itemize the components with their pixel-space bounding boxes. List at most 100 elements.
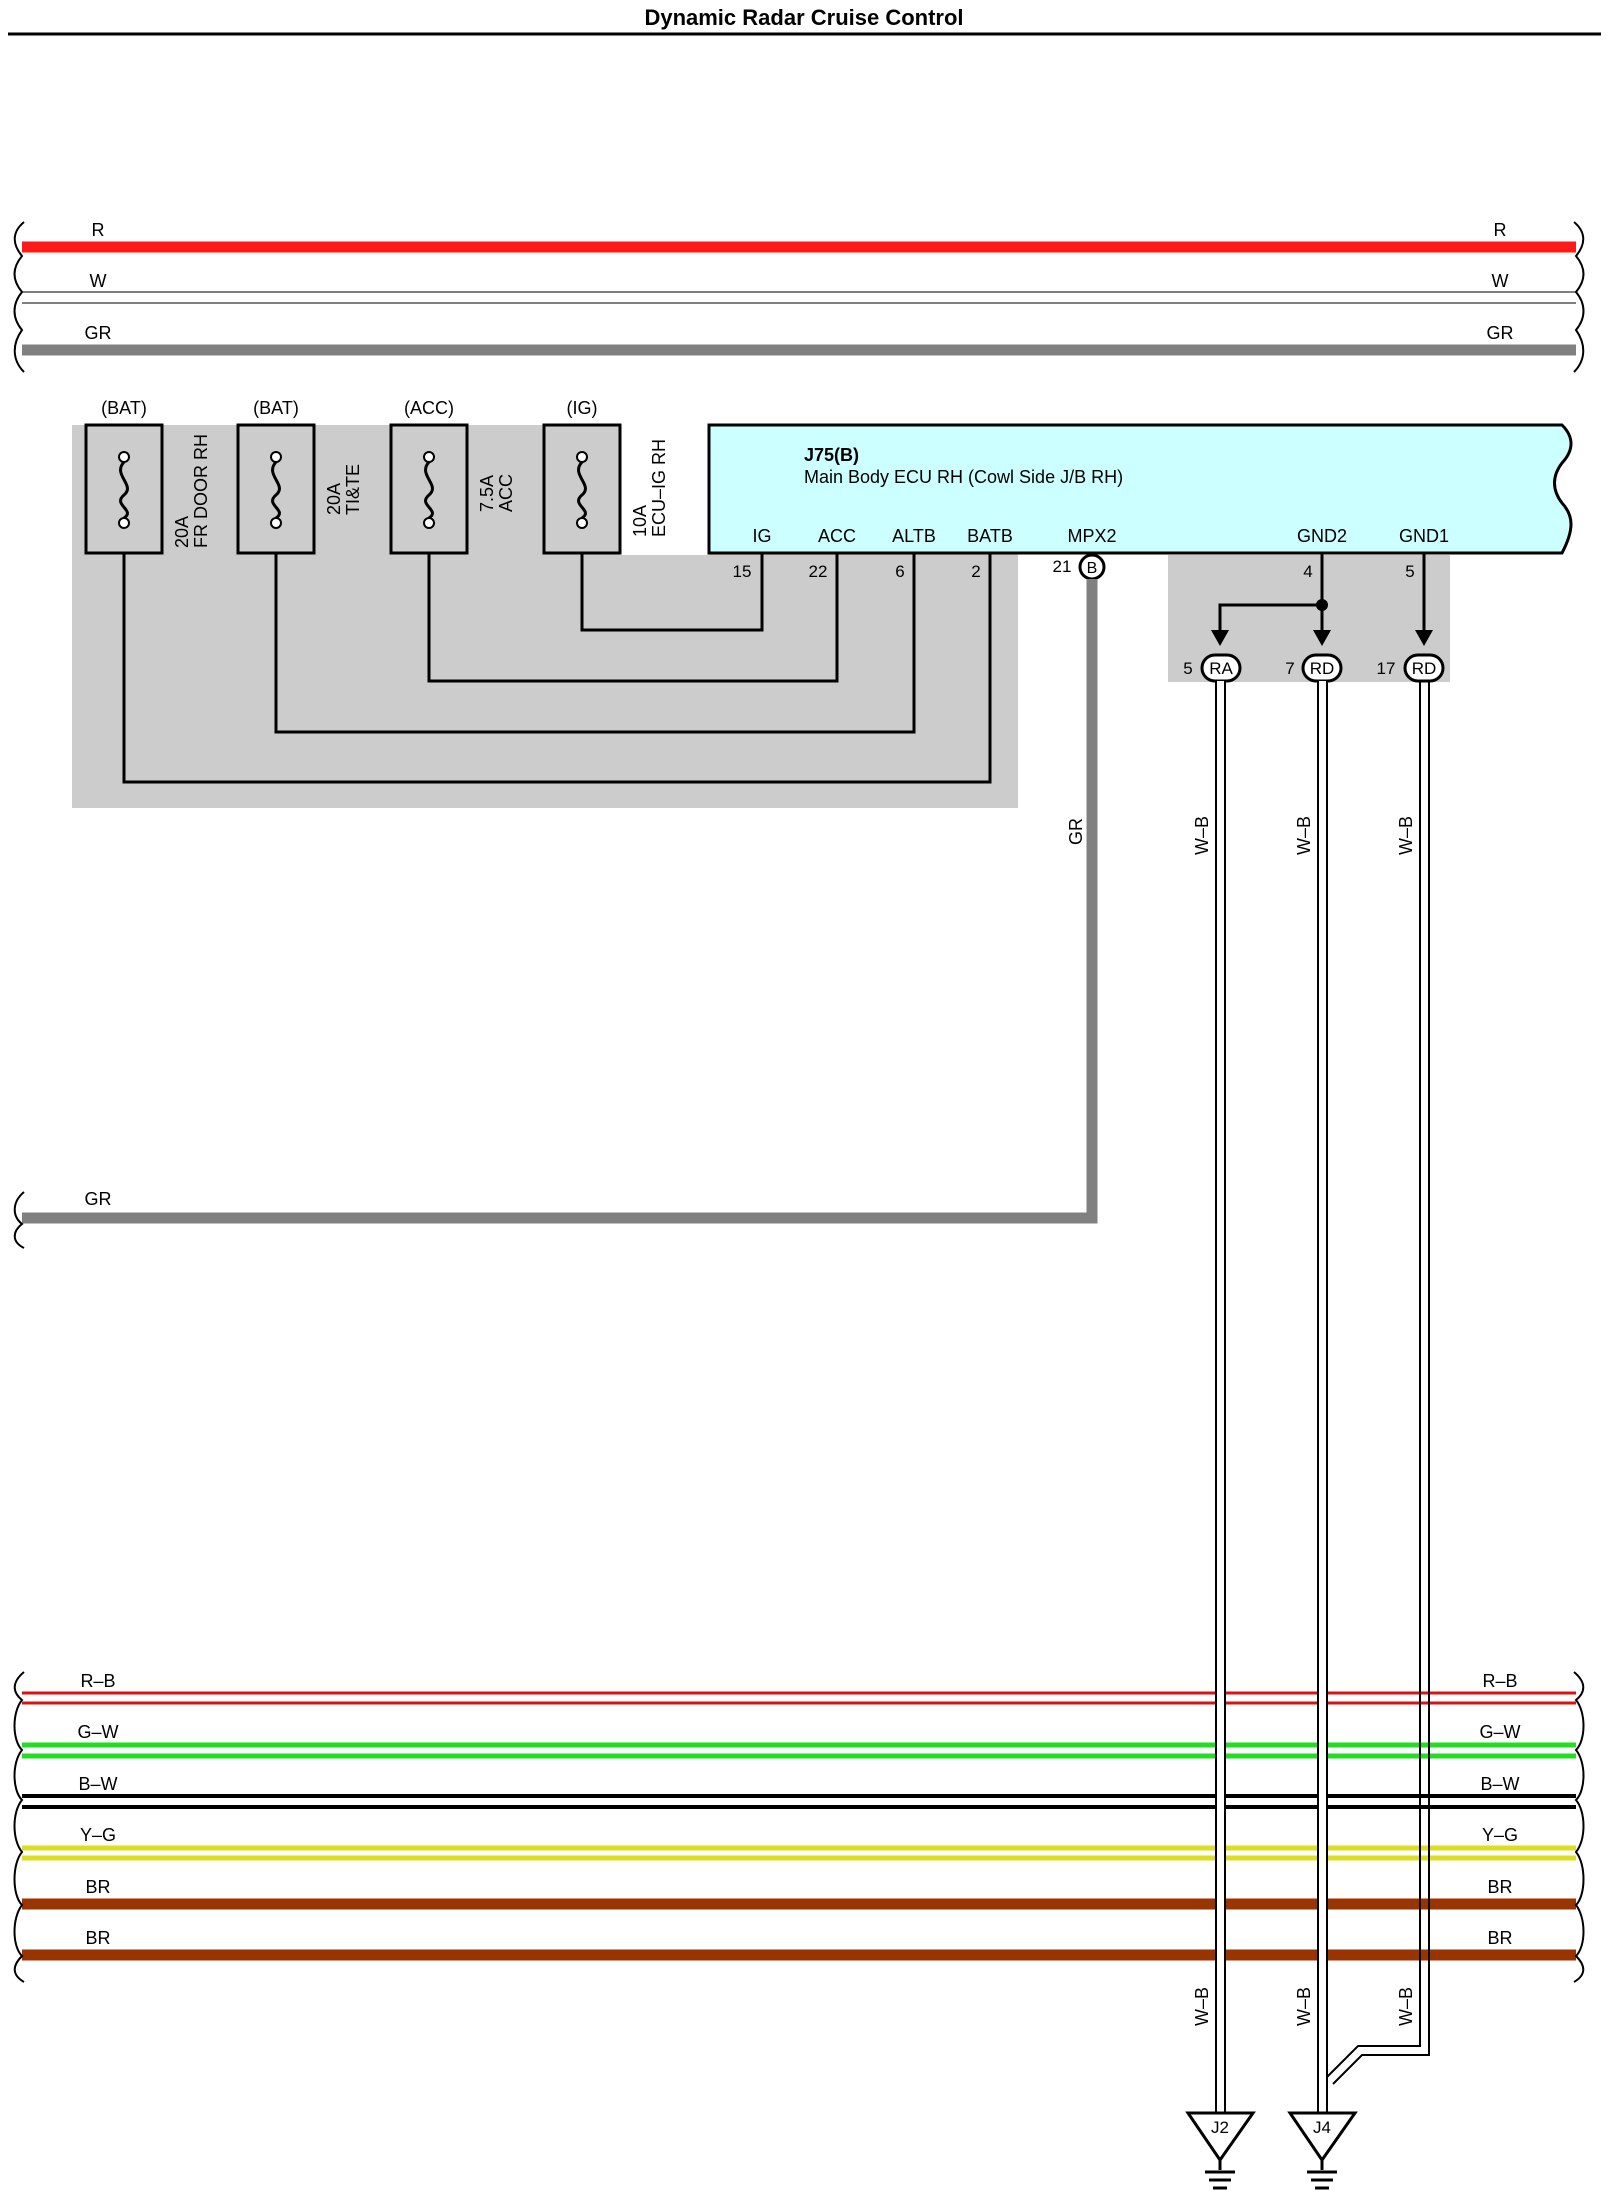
wire-altb [274,553,916,734]
fuse-name: ECU–IG RH [649,439,669,537]
wire-label-bw-left: B–W [78,1774,117,1794]
wire-label-wb-2: W–B [1294,816,1314,855]
fuse-name: TI&TE [343,464,363,515]
ground-triangle-icon [1185,2111,1256,2163]
fuse-rating: 10A [630,505,650,537]
ground-j4: J4 [1287,2111,1358,2190]
arrow-down-icon [1211,630,1229,646]
wire-label-yg-left: Y–G [80,1825,116,1845]
fuse-box [542,423,622,555]
fuse-name: FR DOOR RH [191,434,211,548]
fuse-name: ACC [496,474,516,512]
pin-ig: 15 [733,562,752,581]
fuse-rating: 7.5A [477,475,497,512]
break-mark-top-right [1573,221,1585,373]
fuse-ecu-ig-rh: (IG) 10A ECU–IG RH [542,398,669,555]
wire-label-wb-6: W–B [1396,1987,1416,2026]
wire-label-gw-right: G–W [1479,1722,1520,1742]
fuse-acc: (ACC) 7.5A ACC [389,398,516,555]
fuse-ecu-ig-white-backdrop [620,425,708,555]
connector-rd-17-pin: 17 [1377,659,1396,678]
wire-label-br1-left: BR [85,1877,110,1897]
wire-label-rb-right: R–B [1482,1671,1517,1691]
wire-label-wb-3: W–B [1396,816,1416,855]
wire-batb [122,553,992,784]
ground-j2: J2 [1185,2111,1256,2190]
fuse-box [84,423,164,555]
wire-label-rb-left: R–B [80,1671,115,1691]
top-wire-bundle: R R W W GR GR [13,220,1585,373]
connector-rd-17 [1403,653,1445,683]
wire-acc [427,553,839,683]
fuse-rating: 20A [172,516,192,548]
terminal-acc: ACC [818,526,856,546]
pin-gnd1: 5 [1405,562,1414,581]
fuse-box [236,423,316,555]
terminal-gnd2: GND2 [1297,526,1347,546]
terminal-batb: BATB [967,526,1013,546]
main-body-ecu: J75(B) Main Body ECU RH (Cowl Side J/B R… [707,423,1573,581]
splice-point [1316,599,1328,611]
wire-label-br2-left: BR [85,1928,110,1948]
connector-rd-17-code: RD [1412,659,1437,678]
ground-label-j2: J2 [1211,2118,1229,2137]
wire-label-bw-right: B–W [1480,1774,1519,1794]
wire-ig [580,553,764,632]
fuse-element-icon [119,460,129,520]
mpx2-circuit: B GR GR [13,553,1106,1249]
connector-ra-code: RA [1209,659,1233,678]
connector-rd-7-pin: 7 [1285,659,1294,678]
pin-gnd2: 4 [1303,562,1312,581]
connector-ra-pin: 5 [1183,659,1192,678]
terminal-gnd1: GND1 [1399,526,1449,546]
break-mark-bottom-right [1573,1671,1585,1983]
fuse-rating: 20A [324,483,344,515]
fuse-box [389,423,469,555]
wire-label-wb-4: W–B [1192,1987,1212,2026]
wire-label-gw-left: G–W [77,1722,118,1742]
wb-wires [1215,681,1430,2113]
pin-batb: 2 [971,562,980,581]
wire-label-w-left: W [90,271,107,291]
fuse-source: (BAT) [101,398,147,418]
fuse-source: (IG) [567,398,598,418]
ecu-id: J75(B) [804,445,859,465]
arrow-down-icon [1415,630,1433,646]
page-title: Dynamic Radar Cruise Control [644,5,963,30]
bottom-wire-bundle: R–B R–B G–W G–W B–W B–W Y–G Y–G BR BR BR… [13,1671,1585,1983]
arrow-down-icon [1313,630,1331,646]
fuse-source: (BAT) [253,398,299,418]
wire-label-wb-5: W–B [1294,1987,1314,2026]
ground-label-j4: J4 [1313,2118,1331,2137]
break-mark-mid [13,1191,25,1249]
terminal-mpx2: MPX2 [1067,526,1116,546]
fuse-fr-door-rh: (BAT) 20A FR DOOR RH [84,398,211,555]
wire-label-yg-right: Y–G [1482,1825,1518,1845]
break-mark-bottom-left [13,1671,25,1983]
ecu-name: Main Body ECU RH (Cowl Side J/B RH) [804,467,1123,487]
wire-label-br2-right: BR [1487,1928,1512,1948]
wire-label-r-right: R [1494,220,1507,240]
pin-mpx2: 21 [1053,557,1072,576]
wire-label-r-left: R [92,220,105,240]
fuse-ecu-wiring [122,553,992,784]
wire-mpx2-gr [22,579,1098,1224]
ecu-box [707,423,1573,555]
terminal-ig: IG [752,526,771,546]
fuse-source: (ACC) [404,398,454,418]
fuse-ti-te: (BAT) 20A TI&TE [236,398,363,555]
ground-triangle-icon [1287,2111,1358,2163]
fuse-group: (BAT) 20A FR DOOR RH (BAT) 20A TI&TE (AC… [84,398,708,555]
wire-label-br1-right: BR [1487,1877,1512,1897]
fuse-element-icon [577,460,587,520]
mpx2-connector-code: B [1087,560,1098,577]
fuse-element-icon [271,460,281,520]
wire-label-gr-mid: GR [85,1189,112,1209]
wire-label-wb-1: W–B [1192,816,1212,855]
wire-label-mpx2: GR [1066,818,1086,845]
pin-acc: 22 [809,562,828,581]
fuse-element-icon [424,460,434,520]
connector-rd-7-code: RD [1310,659,1335,678]
pin-altb: 6 [895,562,904,581]
